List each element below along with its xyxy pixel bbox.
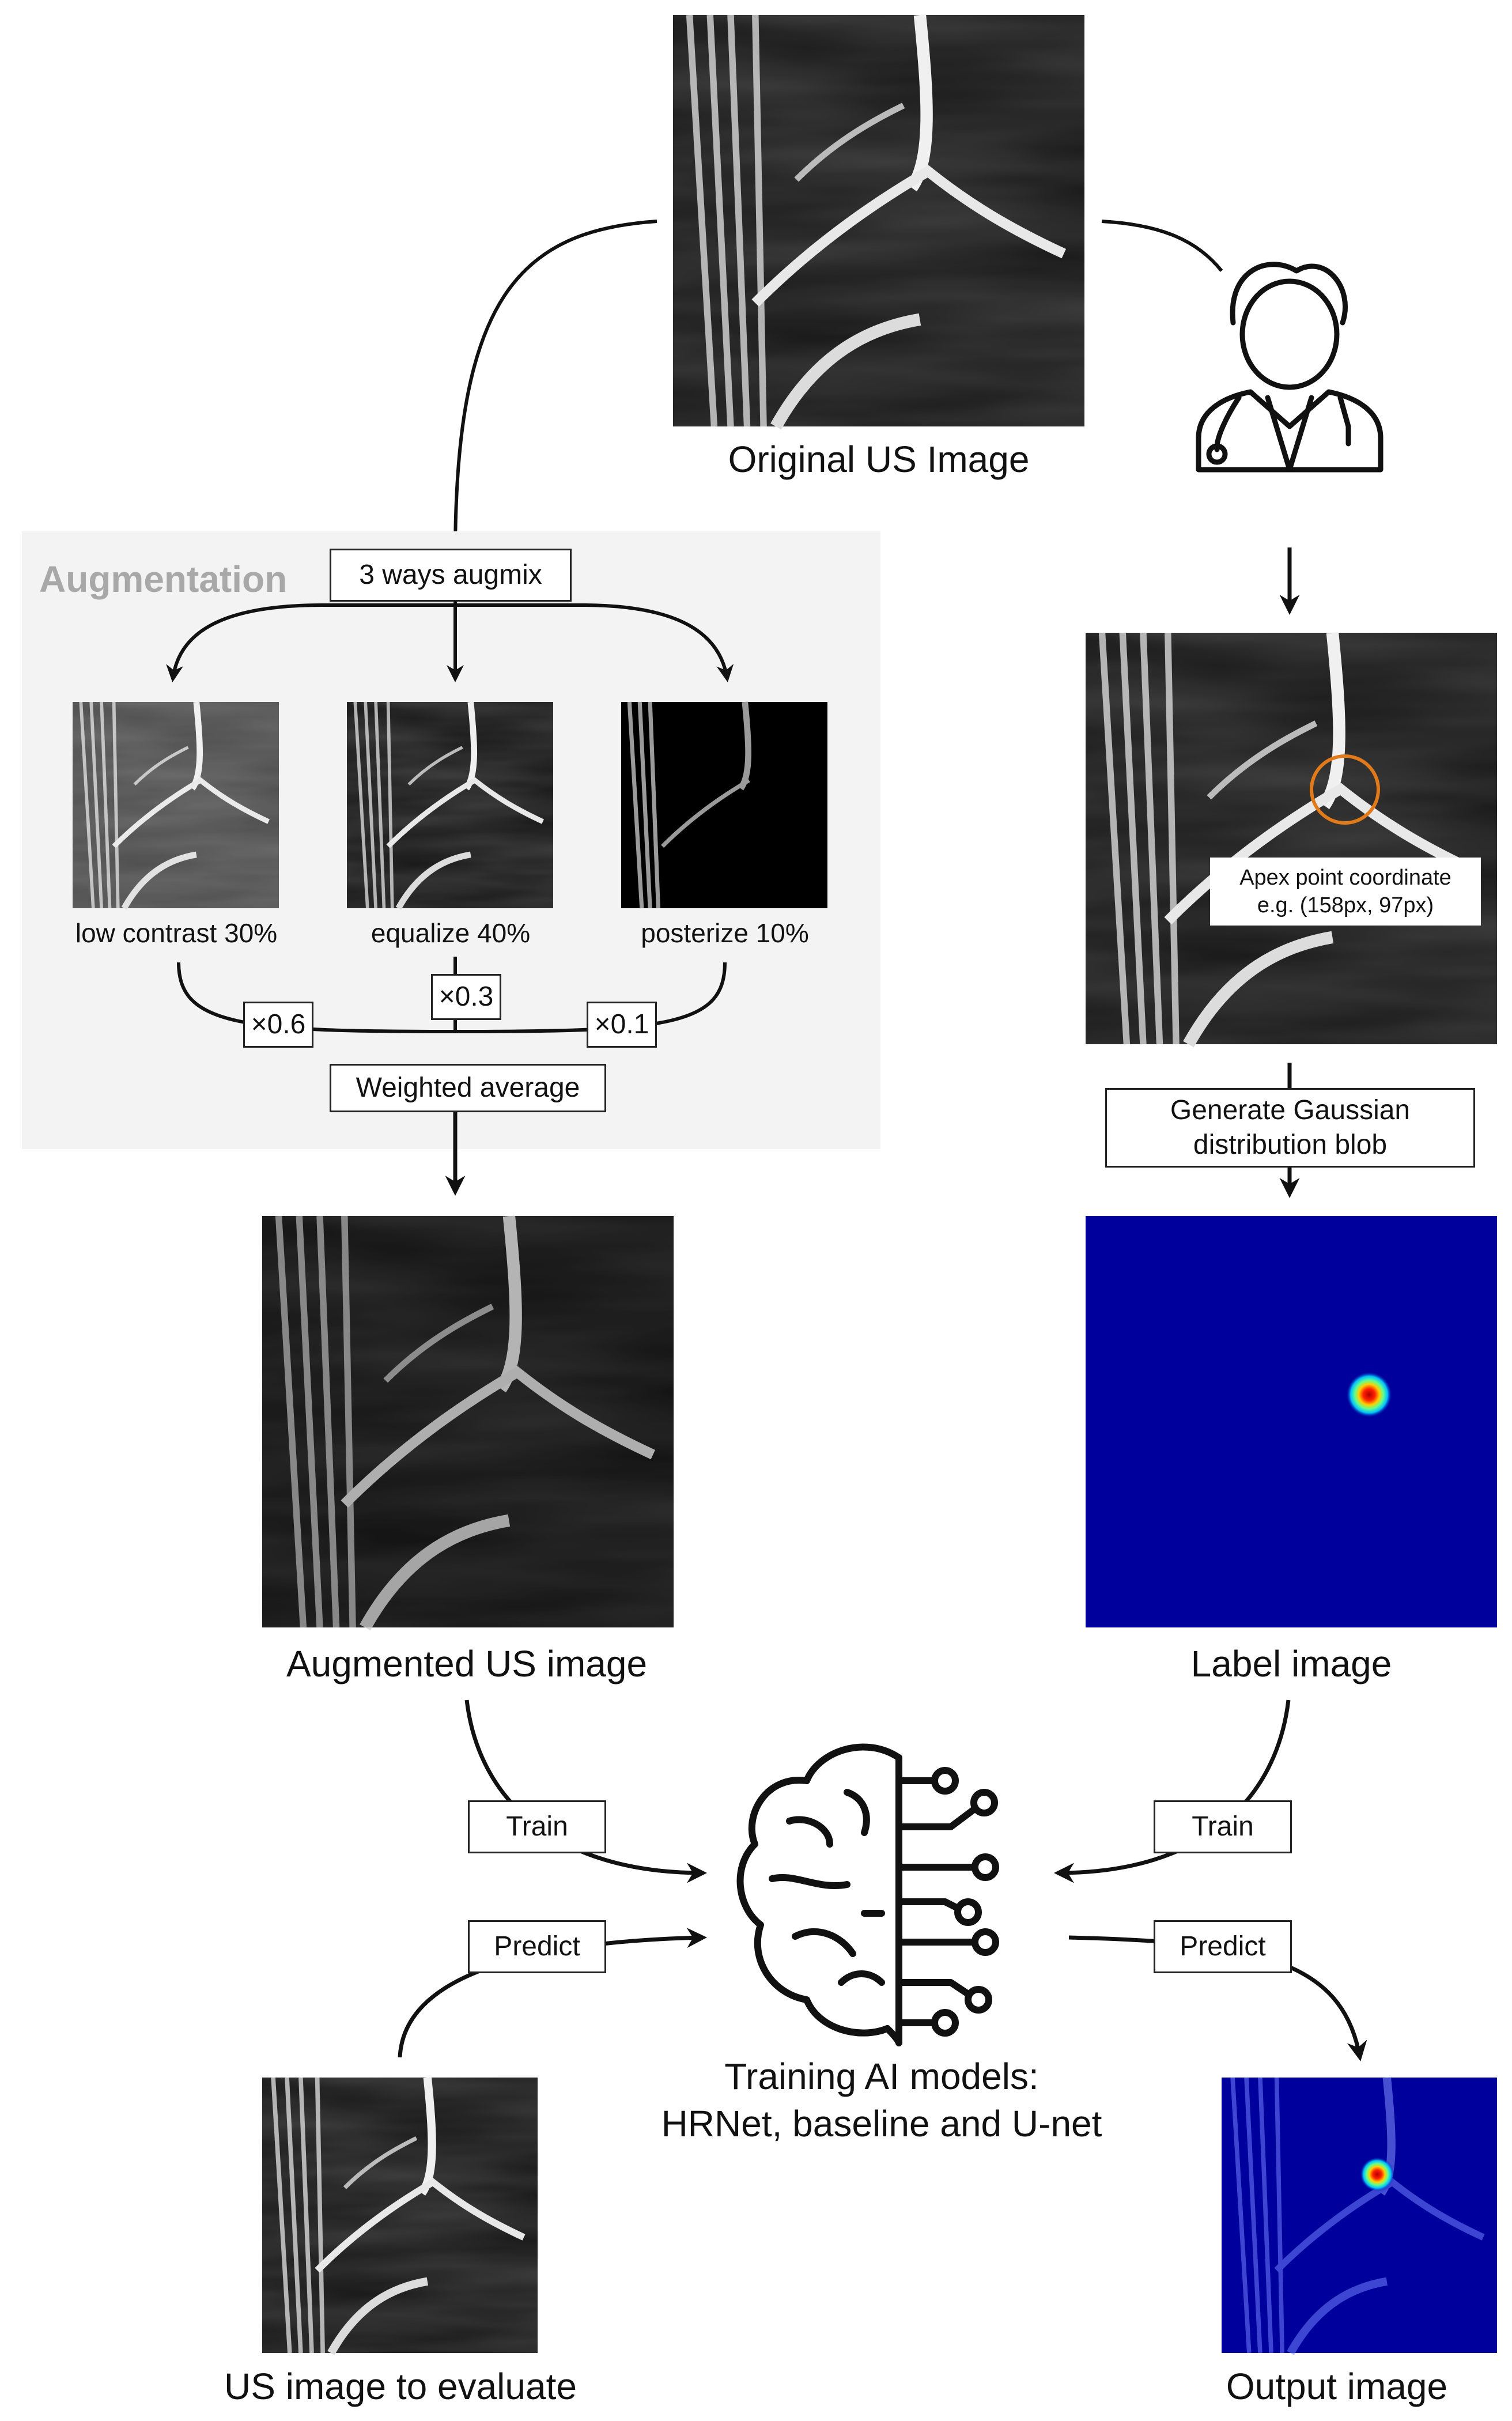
label-heatmap-image — [1086, 1216, 1497, 1627]
label-image-label: Label image — [1190, 1643, 1392, 1684]
output-image — [1222, 2077, 1497, 2355]
aug-low-contrast-image — [73, 702, 279, 908]
augmented-us-image — [262, 1216, 674, 1627]
doctor-icon — [1196, 262, 1384, 473]
edge-augmix-left — [166, 603, 323, 682]
augmix-box: 3 ways augmix — [330, 549, 572, 602]
op-label-posterize: posterize 10% — [641, 918, 809, 948]
weighted-average-box: Weighted average — [330, 1064, 606, 1112]
apex-coordinate-note: Apex point coordinate e.g. (158px, 97px) — [1210, 858, 1481, 926]
gaussian-line2: distribution blob — [1193, 1130, 1388, 1160]
train-left-box: Train — [468, 1800, 606, 1853]
predict-right-box: Predict — [1154, 1920, 1292, 1973]
augmentation-title: Augmentation — [39, 558, 288, 600]
predict-left-box: Predict — [468, 1920, 606, 1973]
gaussian-box: Generate Gaussian distribution blob — [1105, 1088, 1475, 1168]
edge-original-to-augmix — [453, 220, 657, 557]
edge-original-to-surgeon — [1101, 220, 1223, 272]
original-us-image — [673, 15, 1084, 426]
op-label-equalize: equalize 40% — [371, 918, 531, 948]
brain-circuit-icon — [736, 1743, 999, 2046]
augmented-label: Augmented US image — [286, 1643, 648, 1684]
evaluate-us-image — [262, 2078, 538, 2353]
weight-box-posterize: ×0.1 — [587, 1002, 657, 1048]
apex-line2: e.g. (158px, 97px) — [1257, 893, 1434, 917]
annotated-us-image — [1086, 633, 1497, 1044]
gaussian-blob — [1346, 1372, 1392, 1418]
apex-point-marker — [1310, 754, 1380, 825]
weight-box-low-contrast: ×0.6 — [243, 1002, 313, 1048]
weight-box-equalize: ×0.3 — [431, 974, 501, 1020]
model-label: Training AI models: HRNet, baseline and … — [599, 2053, 1164, 2147]
model-line2: HRNet, baseline and U-net — [661, 2103, 1102, 2144]
gaussian-line1: Generate Gaussian — [1170, 1095, 1411, 1125]
evaluate-label: US image to evaluate — [224, 2366, 577, 2407]
output-label: Output image — [1226, 2366, 1448, 2407]
apex-line1: Apex point coordinate — [1239, 866, 1451, 890]
train-right-box: Train — [1154, 1800, 1292, 1853]
aug-equalize-image — [347, 702, 553, 908]
op-label-low-contrast: low contrast 30% — [75, 918, 278, 948]
original-label: Original US Image — [728, 439, 1030, 480]
model-line1: Training AI models: — [724, 2056, 1039, 2097]
aug-posterize-image — [621, 701, 827, 909]
edge-augmix-right — [581, 603, 734, 682]
